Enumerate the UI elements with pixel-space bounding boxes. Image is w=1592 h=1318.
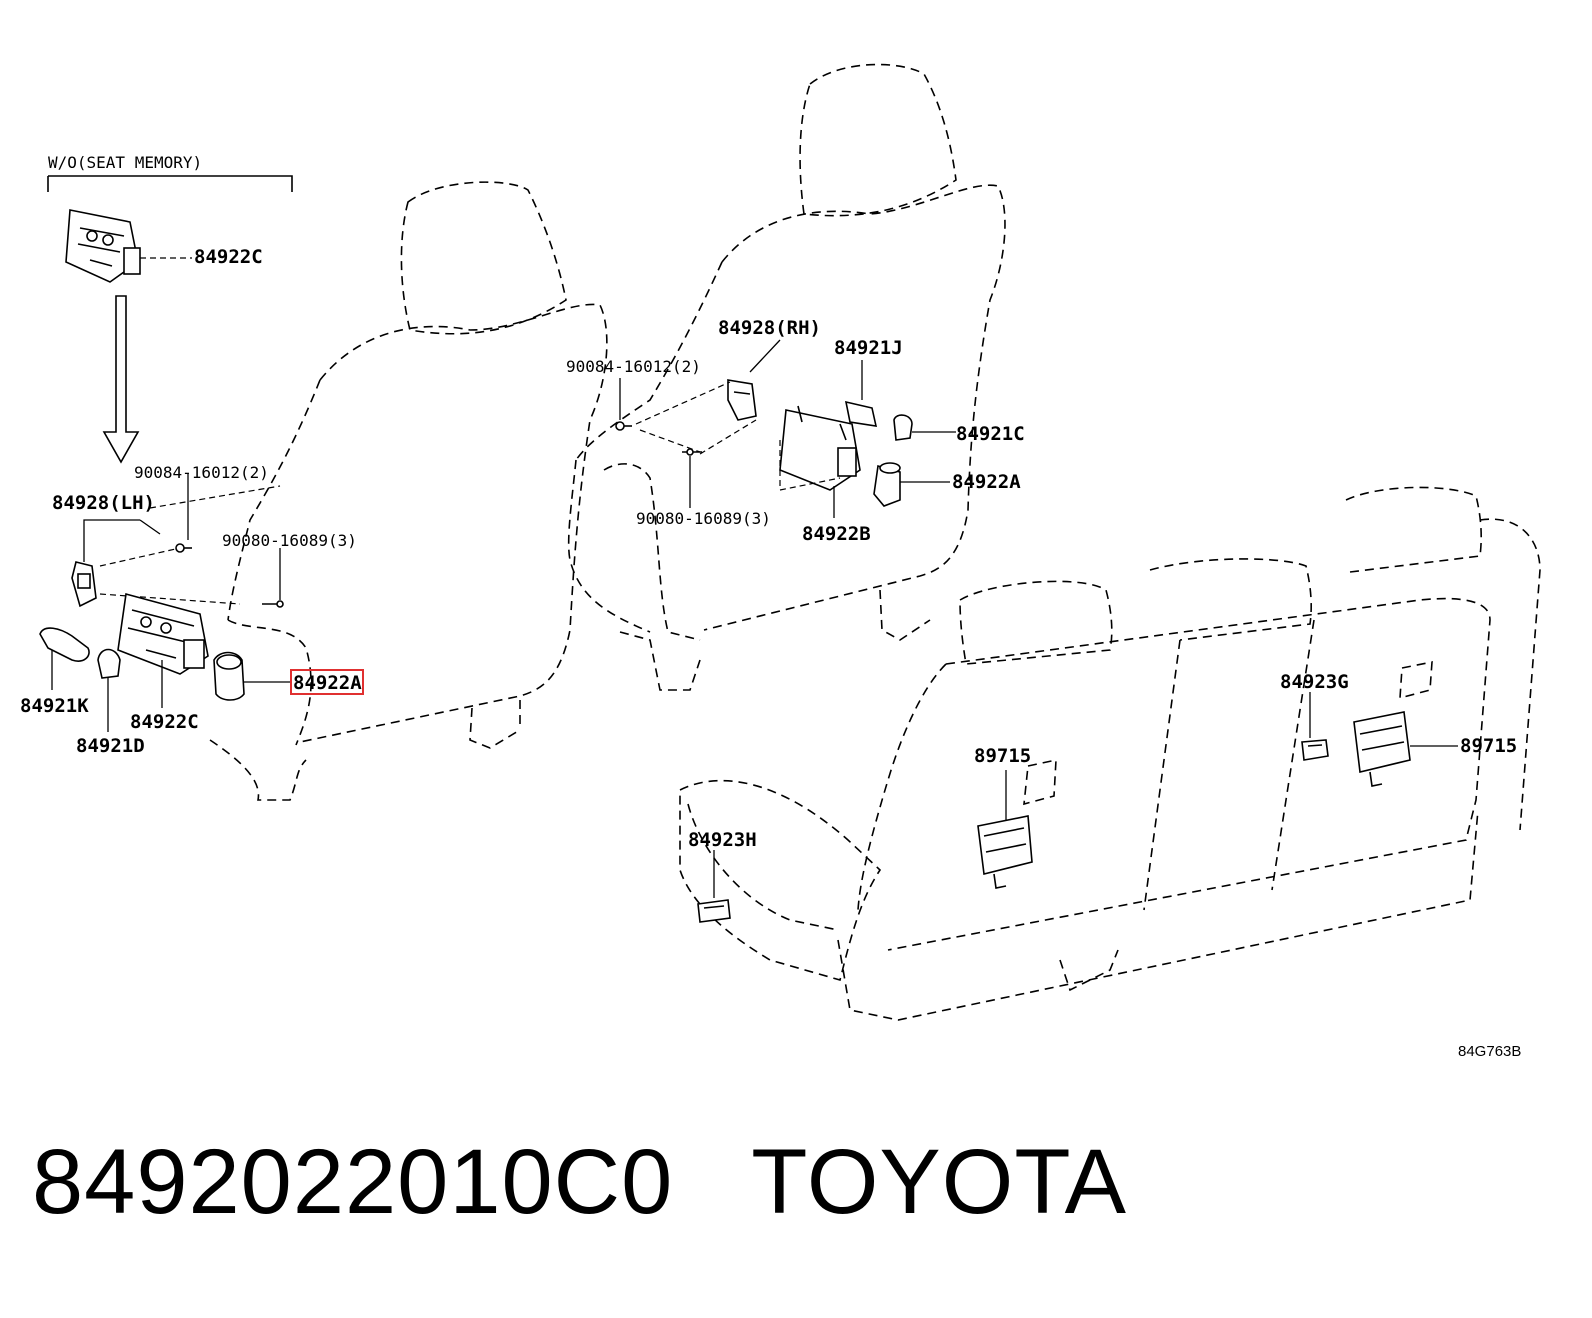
knob-84921J[interactable] — [844, 400, 878, 427]
label-84922B: 84922B — [802, 523, 871, 545]
switch-84922A-right[interactable] — [873, 462, 901, 507]
knob-84921C[interactable] — [893, 414, 913, 441]
module-89715-left[interactable] — [977, 815, 1033, 889]
screw-90080-mid[interactable] — [682, 448, 702, 456]
connector-84923H[interactable] — [697, 899, 731, 923]
label-84921D: 84921D — [76, 735, 145, 757]
footer-part-number: 8492022010C0 — [32, 1131, 674, 1233]
switch-84922A-left[interactable] — [213, 651, 245, 701]
switch-84922C-bottom[interactable] — [117, 592, 209, 675]
label-84922A-left[interactable]: 84922A — [293, 672, 362, 694]
bracket-84928-lh[interactable] — [71, 561, 97, 608]
label-84921C: 84921C — [956, 423, 1025, 445]
front-seat-left — [209, 181, 608, 801]
label-84922C-top: 84922C — [194, 246, 263, 268]
label-84928-lh: 84928(LH) — [52, 492, 155, 514]
group-bracket — [47, 175, 293, 192]
label-89715-left: 89715 — [974, 745, 1031, 767]
bracket-84928-rh[interactable] — [727, 379, 757, 421]
label-90084-left: 90084-16012(2) — [134, 463, 269, 482]
screw-90080-left[interactable] — [262, 600, 284, 608]
label-84922C-bottom: 84922C — [130, 711, 199, 733]
label-84928-rh: 84928(RH) — [718, 317, 821, 339]
screw-90084-left[interactable] — [175, 543, 192, 553]
screw-90084-mid[interactable] — [615, 421, 632, 431]
footer-brand: TOYOTA — [751, 1131, 1128, 1233]
label-84922A-right: 84922A — [952, 471, 1021, 493]
group-label: W/O(SEAT MEMORY) — [48, 153, 202, 172]
module-84922B[interactable] — [779, 405, 861, 491]
label-90080-left: 90080-16089(3) — [222, 531, 357, 550]
label-84921K: 84921K — [20, 695, 89, 717]
label-90080-mid: 90080-16089(3) — [636, 509, 771, 528]
knob-84921D[interactable] — [97, 648, 121, 679]
label-89715-right: 89715 — [1460, 735, 1517, 757]
label-90084-mid: 90084-16012(2) — [566, 357, 701, 376]
label-84923H: 84923H — [688, 829, 757, 851]
highlight-box — [290, 669, 364, 695]
module-89715-right[interactable] — [1353, 711, 1411, 787]
connector-84923G[interactable] — [1301, 739, 1329, 761]
arrow-down — [102, 295, 140, 464]
label-84923G: 84923G — [1280, 671, 1349, 693]
diagram-ref: 84G763B — [1458, 1043, 1521, 1060]
front-seat-right — [567, 63, 1006, 691]
knob-84921K[interactable] — [39, 627, 90, 662]
footer-caption: 8492022010C0 TOYOTA — [32, 1130, 1127, 1235]
switch-84922C-top[interactable] — [65, 209, 141, 283]
rear-bench-seat — [679, 486, 1541, 1021]
label-84921J: 84921J — [834, 337, 903, 359]
